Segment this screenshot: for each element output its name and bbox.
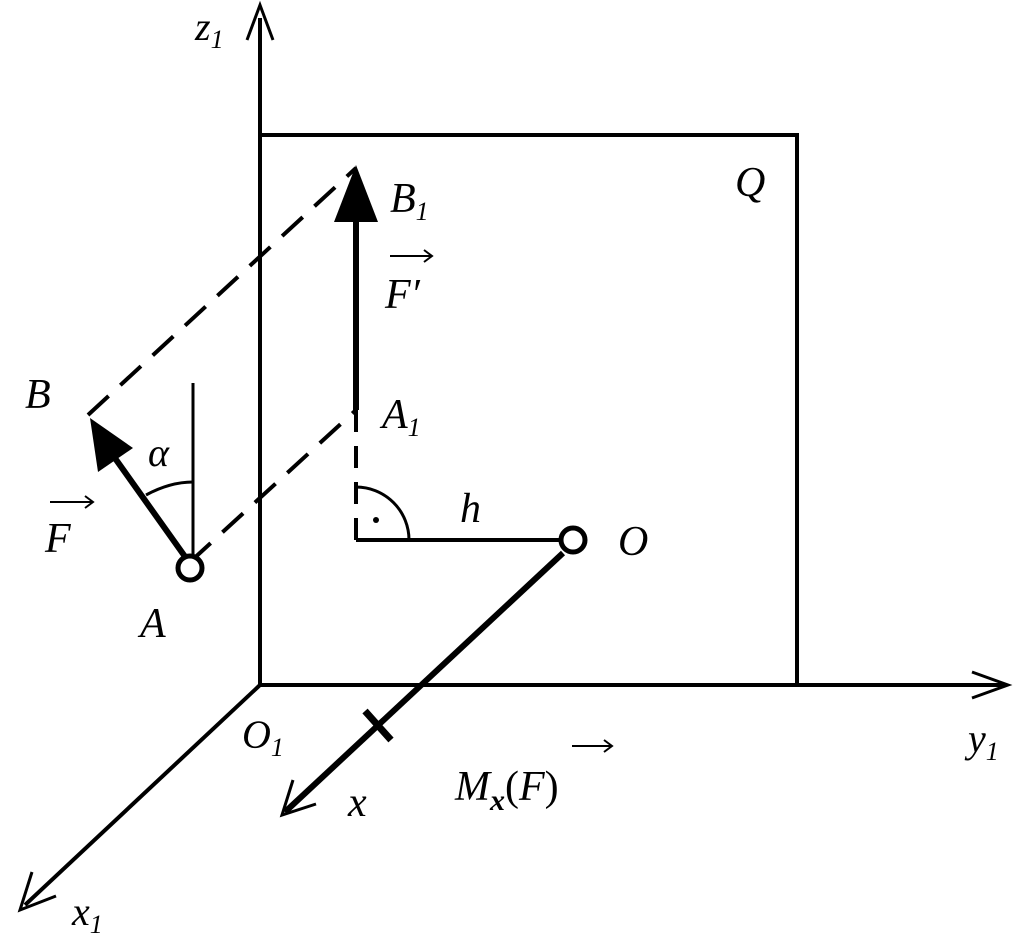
label-h: h	[460, 486, 481, 532]
point-o	[558, 525, 588, 555]
force-f-arrowhead	[90, 418, 133, 472]
label-o: O	[618, 519, 648, 565]
force-f-shaft	[109, 452, 189, 560]
svg-text:Mx(F): Mx(F)	[454, 764, 559, 817]
x-axis-arrowhead	[279, 779, 317, 818]
z1-axis-arrowhead	[245, 0, 275, 41]
label-force-f: F	[44, 495, 95, 562]
label-o1: O1	[242, 712, 284, 762]
label-b1: B1	[390, 176, 429, 226]
label-a1: A1	[379, 392, 421, 442]
y1-axis-arrowhead	[971, 670, 1013, 700]
right-angle-dot	[373, 517, 379, 523]
label-z1: z1	[194, 4, 224, 54]
label-x1: x1	[71, 889, 103, 939]
label-y1: y1	[964, 716, 999, 766]
label-force-f-prime: F′	[384, 249, 434, 318]
x-axis-through-o	[279, 550, 566, 818]
label-q: Q	[735, 160, 765, 206]
label-alpha: α	[148, 430, 170, 475]
plane-q-outline	[260, 133, 799, 685]
x1-axis-arrowhead	[17, 871, 57, 913]
label-moment: Mx(F)	[454, 739, 614, 817]
axes	[17, 0, 1013, 913]
x1-axis	[23, 683, 262, 907]
right-angle-arc	[355, 485, 411, 541]
point-a	[175, 553, 205, 583]
svg-text:F: F	[44, 516, 71, 562]
projection-parallelogram	[86, 166, 358, 564]
label-b: B	[25, 372, 51, 418]
force-f-prime-arrowhead	[334, 165, 378, 222]
label-x: x	[347, 780, 367, 826]
label-a: A	[137, 601, 166, 647]
alpha-arc	[145, 480, 194, 497]
svg-text:F′: F′	[384, 272, 421, 318]
x-axis-tick	[362, 708, 394, 743]
